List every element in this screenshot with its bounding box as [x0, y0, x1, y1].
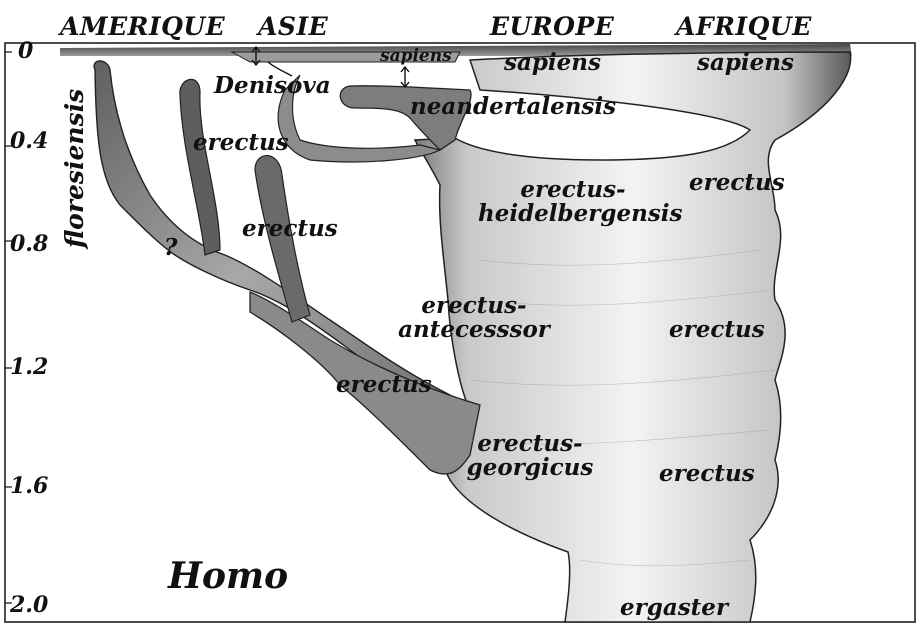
taxon-erectus-antecessor-line1: erectus-: [394, 294, 554, 318]
taxon-sapiens-asia: sapiens: [380, 48, 452, 66]
region-america: AMERIQUE: [60, 14, 225, 40]
axis-tick-2-0: 2.0: [10, 594, 48, 617]
region-asia: ASIE: [258, 14, 328, 40]
taxon-erectus-antecessor: erectus- antecesssor: [394, 294, 554, 342]
taxon-erectus-georgicus-line2: georgicus: [460, 456, 600, 480]
genus-label: Homo: [168, 558, 288, 596]
taxon-sapiens-europe: sapiens: [504, 51, 601, 75]
taxon-erectus-asia-lower: erectus: [242, 217, 338, 241]
region-europe: EUROPE: [490, 14, 614, 40]
taxon-erectus-africa-2: erectus: [669, 318, 765, 342]
taxon-erectus-asia-stem: erectus: [336, 373, 432, 397]
taxon-erectus-georgicus: erectus- georgicus: [460, 432, 600, 480]
taxon-denisova: Denisova: [214, 74, 331, 98]
axis-tick-1-6: 1.6: [10, 475, 48, 498]
taxon-floresiensis: floresiensis: [62, 89, 88, 248]
taxon-erectus-georgicus-line1: erectus-: [460, 432, 600, 456]
taxon-erectus-africa-1: erectus: [689, 171, 785, 195]
taxon-erectus-asia-upper: erectus: [193, 131, 289, 155]
axis-tick-0-8: 0.8: [10, 233, 48, 256]
taxon-erectus-africa-3: erectus: [659, 462, 755, 486]
taxon-erectus-heidelbergensis-line2: heidelbergensis: [478, 202, 668, 226]
taxon-erectus-heidelbergensis: erectus- heidelbergensis: [478, 178, 668, 226]
taxon-question: ?: [164, 236, 177, 260]
axis-tick-1-2: 1.2: [10, 356, 48, 379]
axis-tick-0: 0: [18, 40, 33, 63]
asia-upper-finger: [180, 79, 220, 255]
taxon-ergaster: ergaster: [620, 596, 728, 620]
taxon-erectus-heidelbergensis-line1: erectus-: [478, 178, 668, 202]
taxon-sapiens-africa: sapiens: [697, 51, 794, 75]
taxon-neandertalensis: neandertalensis: [410, 95, 616, 119]
taxon-erectus-antecessor-line2: antecesssor: [394, 318, 554, 342]
axis-tick-0-4: 0.4: [10, 130, 48, 153]
region-africa: AFRIQUE: [676, 14, 812, 40]
